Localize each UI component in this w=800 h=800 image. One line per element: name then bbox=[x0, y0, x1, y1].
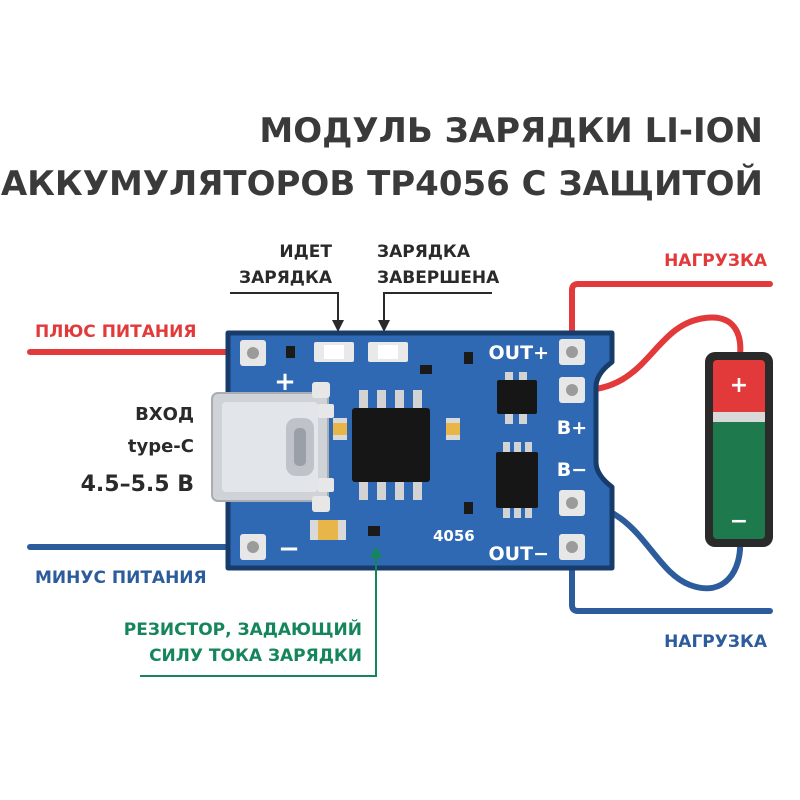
pad-minus-power bbox=[240, 534, 266, 560]
board-out-plus: OUT+ bbox=[489, 342, 549, 364]
charging-arrowhead bbox=[332, 320, 344, 332]
label-load-top: НАГРУЗКА bbox=[664, 251, 768, 271]
smd-resistor bbox=[286, 346, 473, 514]
charged-arrowhead bbox=[378, 320, 390, 332]
protection-chip-top bbox=[497, 372, 537, 424]
load-bottom-wire bbox=[569, 544, 773, 614]
pad-out-plus bbox=[559, 339, 585, 365]
board-out-minus: OUT− bbox=[489, 543, 549, 565]
usb-c-connector bbox=[211, 382, 334, 512]
battery: + − bbox=[705, 352, 773, 547]
resistor-pointer bbox=[140, 556, 377, 677]
label-input-line1: ВХОД bbox=[135, 404, 194, 425]
title-line-1: МОДУЛЬ ЗАРЯДКИ LI-ION bbox=[259, 111, 763, 151]
led-charging bbox=[314, 342, 354, 362]
charged-pointer bbox=[383, 292, 492, 322]
board-b-minus: B− bbox=[557, 459, 587, 481]
label-input-line3: 4.5–5.5 В bbox=[81, 472, 194, 497]
label-resistor-line2: СИЛУ ТОКА ЗАРЯДКИ bbox=[149, 646, 362, 666]
board-chip-label: 4056 bbox=[433, 527, 475, 545]
label-input-line2: type-C bbox=[128, 436, 194, 457]
b-plus-wire bbox=[569, 314, 744, 394]
board-plus-sign: + bbox=[274, 367, 296, 397]
battery-minus-sign: − bbox=[730, 509, 748, 534]
charge-current-resistor bbox=[368, 526, 380, 536]
board-b-plus: B+ bbox=[557, 417, 587, 439]
pcb-board: + − OUT+ B+ B− OUT− 4056 bbox=[211, 330, 615, 571]
charging-pointer bbox=[230, 292, 339, 322]
pad-b-plus bbox=[559, 377, 585, 403]
b-minus-wire bbox=[569, 500, 744, 592]
title-line-2: АККУМУЛЯТОРОВ TP4056 С ЗАЩИТОЙ bbox=[1, 163, 763, 204]
load-top-wire bbox=[569, 281, 773, 355]
led-charged bbox=[368, 342, 408, 362]
led-callouts: ИДЕТ ЗАРЯДКА ЗАРЯДКА ЗАВЕРШЕНА bbox=[230, 242, 500, 332]
pad-plus-power bbox=[240, 340, 266, 366]
board-minus-sign: − bbox=[278, 534, 300, 564]
tp4056-chip bbox=[352, 390, 430, 500]
label-load-bottom: НАГРУЗКА bbox=[664, 632, 768, 652]
label-minus-power: МИНУС ПИТАНИЯ bbox=[35, 568, 207, 588]
label-charged-line2: ЗАВЕРШЕНА bbox=[377, 268, 500, 288]
capacitor bbox=[310, 418, 460, 540]
battery-plus-sign: + bbox=[730, 373, 748, 398]
resistor-callout: РЕЗИСТОР, ЗАДАЮЩИЙ СИЛУ ТОКА ЗАРЯДКИ bbox=[124, 546, 382, 677]
label-plus-power: ПЛЮС ПИТАНИЯ bbox=[35, 322, 196, 342]
protection-chip-bottom bbox=[496, 442, 538, 518]
wires bbox=[27, 281, 773, 614]
pad-b-minus bbox=[559, 490, 585, 516]
label-resistor-line1: РЕЗИСТОР, ЗАДАЮЩИЙ bbox=[124, 618, 362, 640]
pad-out-minus bbox=[559, 534, 585, 560]
label-charged-line1: ЗАРЯДКА bbox=[377, 242, 471, 262]
resistor-arrowhead bbox=[370, 546, 382, 558]
label-charging-line2: ЗАРЯДКА bbox=[239, 268, 333, 288]
label-charging-line1: ИДЕТ bbox=[279, 242, 332, 262]
